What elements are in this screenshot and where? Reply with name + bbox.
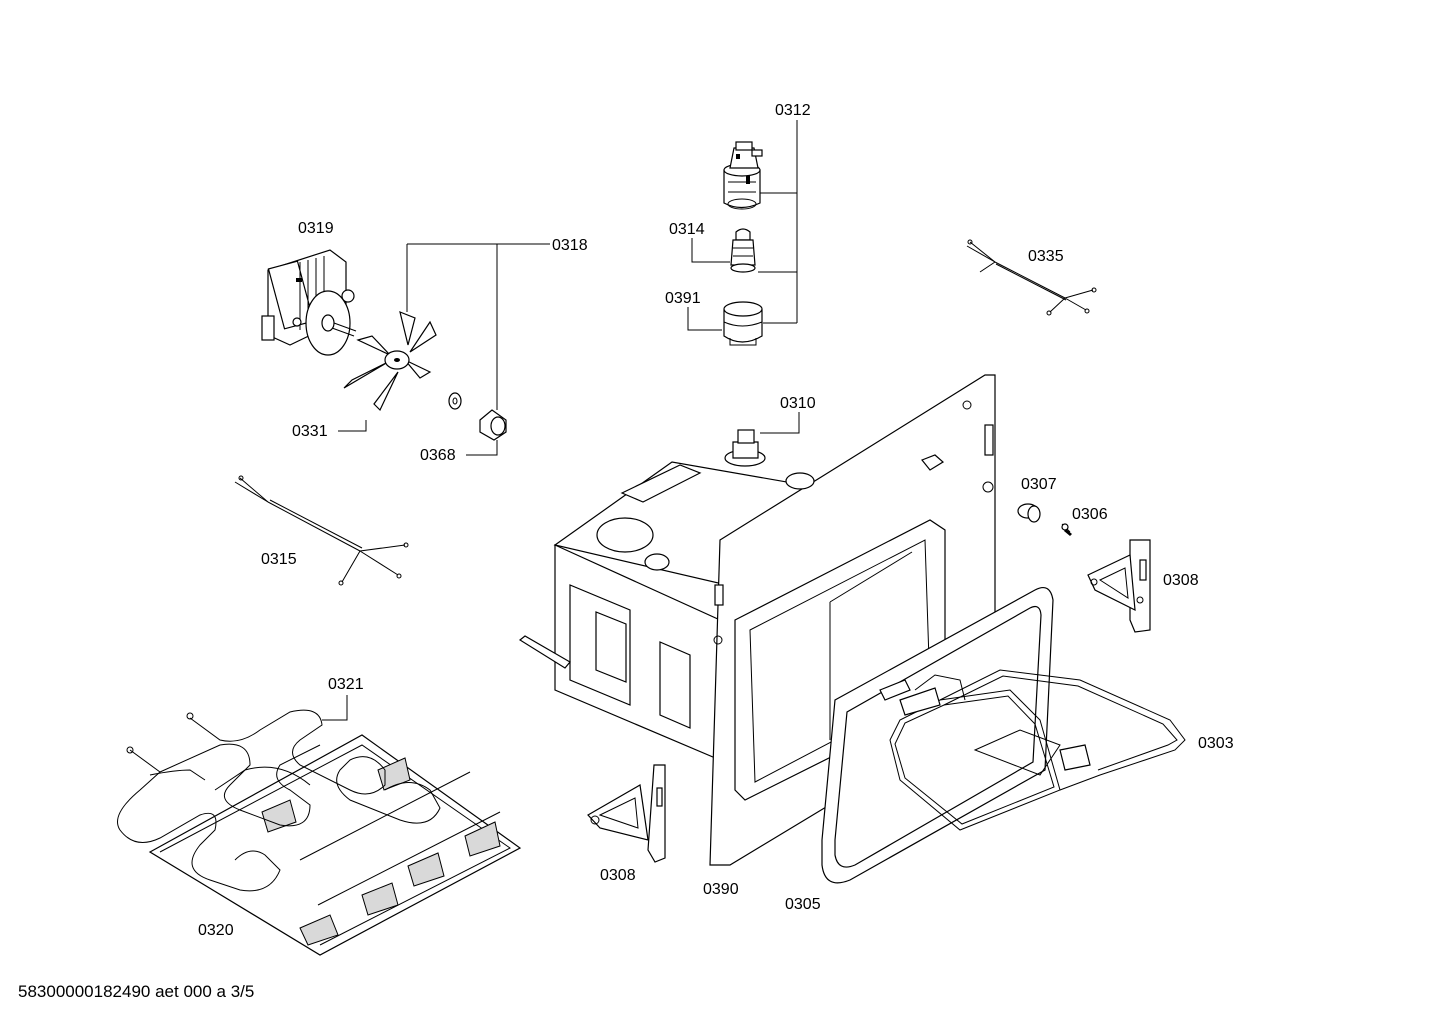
- label-0308-right: 0308: [1163, 572, 1199, 589]
- label-0390: 0390: [703, 881, 739, 898]
- knob-screw-parts: [1017, 503, 1072, 536]
- cable-0335-part: [966, 239, 1097, 316]
- label-0391: 0391: [665, 290, 701, 307]
- label-0312: 0312: [775, 102, 811, 119]
- bracket-right-part: [1087, 539, 1151, 633]
- label-0368: 0368: [420, 447, 456, 464]
- label-0314: 0314: [669, 221, 705, 238]
- frame-0305-part: [821, 587, 1054, 884]
- heating-element-top-part: [879, 669, 1186, 831]
- label-0310: 0310: [780, 395, 816, 412]
- label-0320: 0320: [198, 922, 234, 939]
- label-0303: 0303: [1198, 735, 1234, 752]
- label-0321: 0321: [328, 676, 364, 693]
- label-0305: 0305: [785, 896, 821, 913]
- label-0318: 0318: [552, 237, 588, 254]
- label-0331: 0331: [292, 423, 328, 440]
- label-0319: 0319: [298, 220, 334, 237]
- fan-motor-part: [261, 249, 357, 356]
- label-0315: 0315: [261, 551, 297, 568]
- leader-lines: [322, 120, 800, 721]
- label-0306: 0306: [1072, 506, 1108, 523]
- label-0307: 0307: [1021, 476, 1057, 493]
- lamp-cover-part: [723, 301, 763, 346]
- bottom-heating-element-part: [117, 709, 441, 892]
- bottom-tray-part: [148, 734, 522, 956]
- fan-blade-part: [343, 311, 437, 412]
- label-0308-bottom: 0308: [600, 867, 636, 884]
- document-footer-id: 58300000182490 aet 000 a 3/5: [18, 982, 255, 1001]
- lamp-bulb-part: [730, 228, 756, 273]
- bracket-bottom-part: [587, 764, 666, 863]
- cable-0315-part: [234, 475, 409, 586]
- lamp-holder-part: [723, 141, 763, 210]
- label-0335: 0335: [1028, 248, 1064, 265]
- washer-nut-parts: [448, 392, 507, 441]
